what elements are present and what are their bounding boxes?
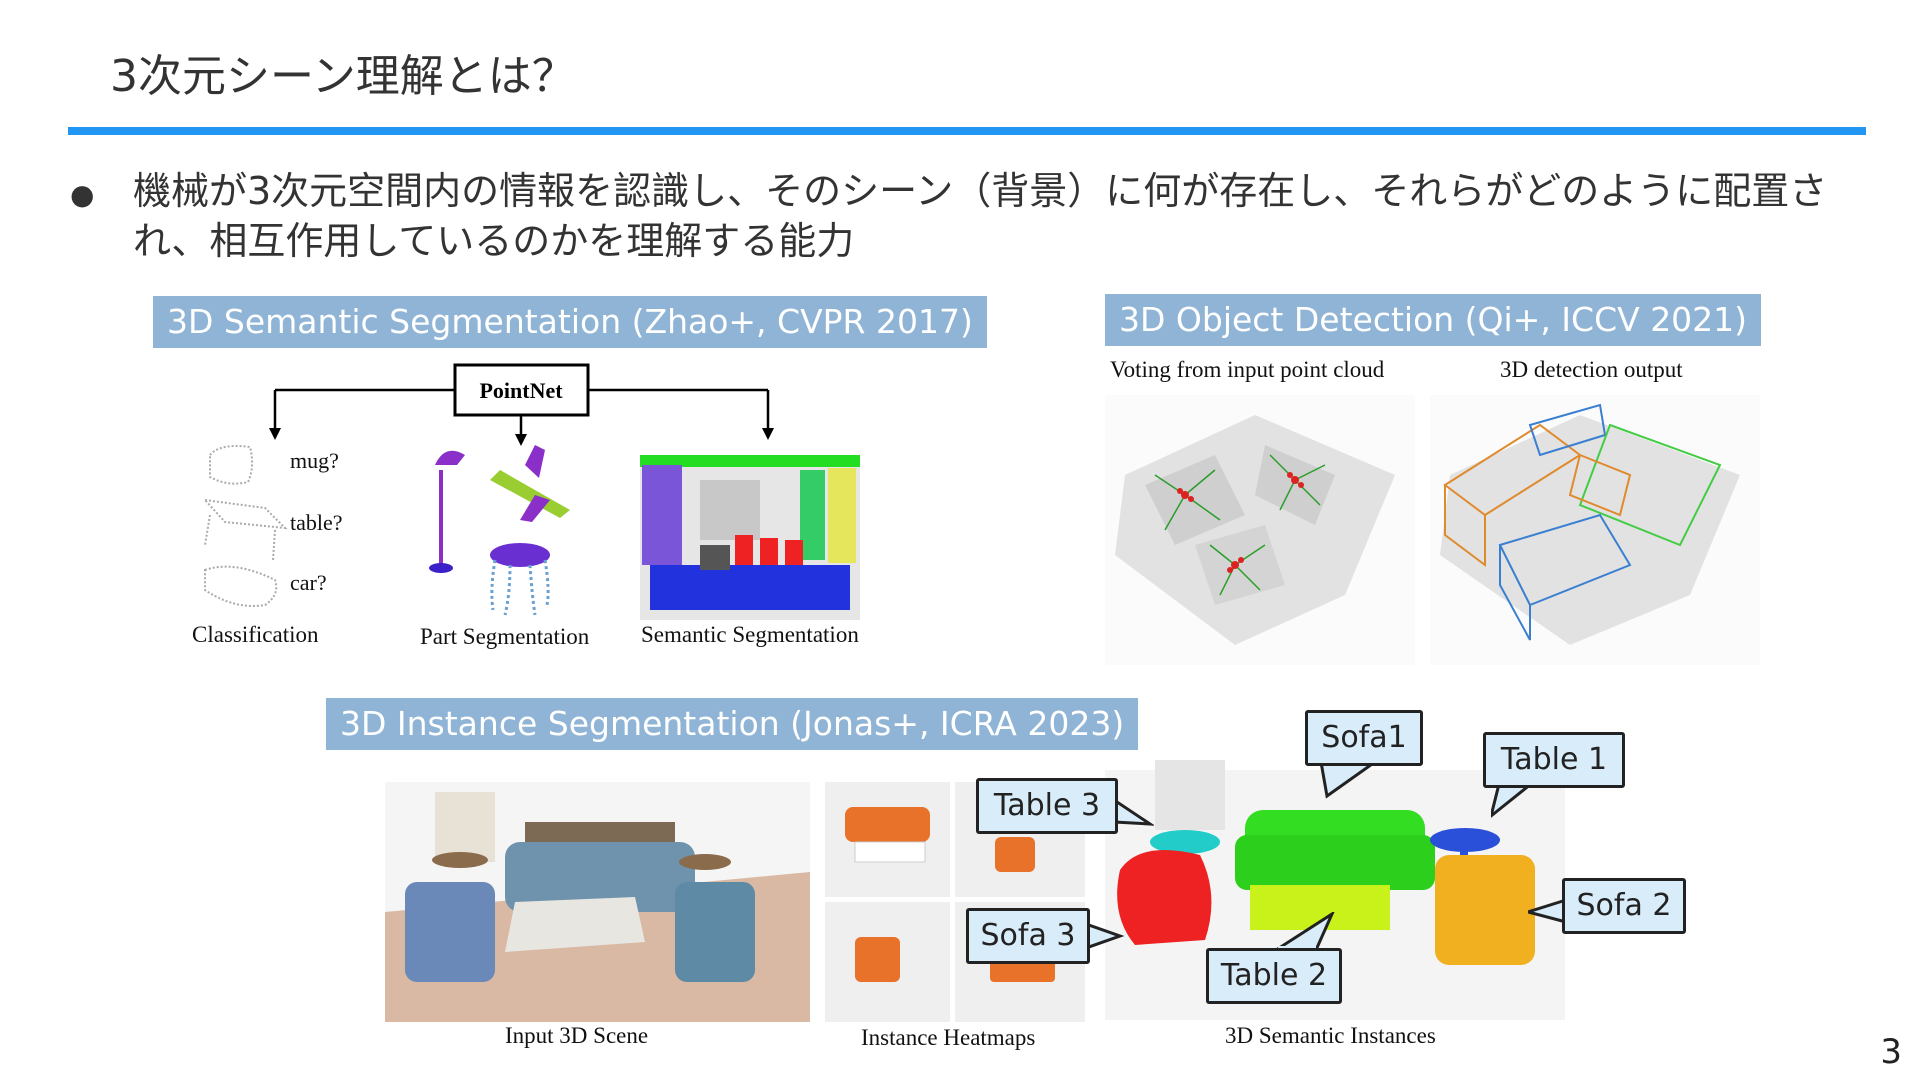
semantic-instances-image — [1105, 760, 1565, 1020]
caption-detection-output: 3D detection output — [1500, 357, 1683, 382]
callout-sofa-3-label: Sofa 3 — [966, 908, 1090, 964]
instance-seg-title: 3D Instance Segmentation (Jonas+, ICRA 2… — [326, 698, 1139, 750]
bullet-marker: ● — [70, 178, 95, 211]
callout-sofa1-label: Sofa1 — [1305, 710, 1423, 766]
pointnet-label: PointNet — [479, 378, 563, 403]
callout-table-3: Table 3 — [976, 778, 1154, 834]
callout-table-2-label: Table 2 — [1206, 948, 1342, 1004]
semantic-seg-title: 3D Semantic Segmentation (Zhao+, CVPR 20… — [153, 296, 987, 348]
query-car: car? — [290, 570, 327, 595]
page-number: 3 — [1880, 1032, 1902, 1072]
caption-voting: Voting from input point cloud — [1110, 357, 1385, 382]
voting-pointcloud-image — [1105, 395, 1415, 665]
query-table: table? — [290, 510, 343, 535]
bullet-text: 機械が3次元空間内の情報を認識し、そのシーン（背景）に何が存在し、それらがどのよ… — [133, 169, 1828, 263]
caption-part-segmentation: Part Segmentation — [420, 624, 590, 649]
callout-sofa-2-label: Sofa 2 — [1562, 878, 1686, 934]
callout-table-3-label: Table 3 — [976, 778, 1118, 834]
query-mug: mug? — [290, 448, 339, 473]
input-3d-scene-image — [385, 782, 810, 1022]
detection-output-image — [1430, 395, 1760, 665]
title-underline — [68, 127, 1866, 135]
caption-instance-heatmaps: Instance Heatmaps — [861, 1025, 1036, 1050]
caption-input-3d-scene: Input 3D Scene — [505, 1023, 649, 1048]
caption-classification: Classification — [192, 622, 319, 647]
callout-table-2: Table 2 — [1206, 912, 1342, 1004]
callout-table-1-label: Table 1 — [1483, 732, 1625, 788]
callout-table-1: Table 1 — [1483, 732, 1625, 818]
caption-3d-semantic-instances: 3D Semantic Instances — [1225, 1023, 1436, 1048]
slide-title: 3次元シーン理解とは？ — [110, 51, 576, 102]
object-detection-title: 3D Object Detection (Qi+, ICCV 2021) — [1105, 294, 1762, 346]
callout-sofa1: Sofa1 — [1305, 710, 1423, 799]
caption-semantic-segmentation: Semantic Segmentation — [641, 622, 859, 647]
callout-sofa-3: Sofa 3 — [966, 908, 1125, 964]
callout-sofa-2: Sofa 2 — [1528, 878, 1686, 934]
pointnet-diagram: PointNet mug? table? car? — [202, 363, 860, 620]
